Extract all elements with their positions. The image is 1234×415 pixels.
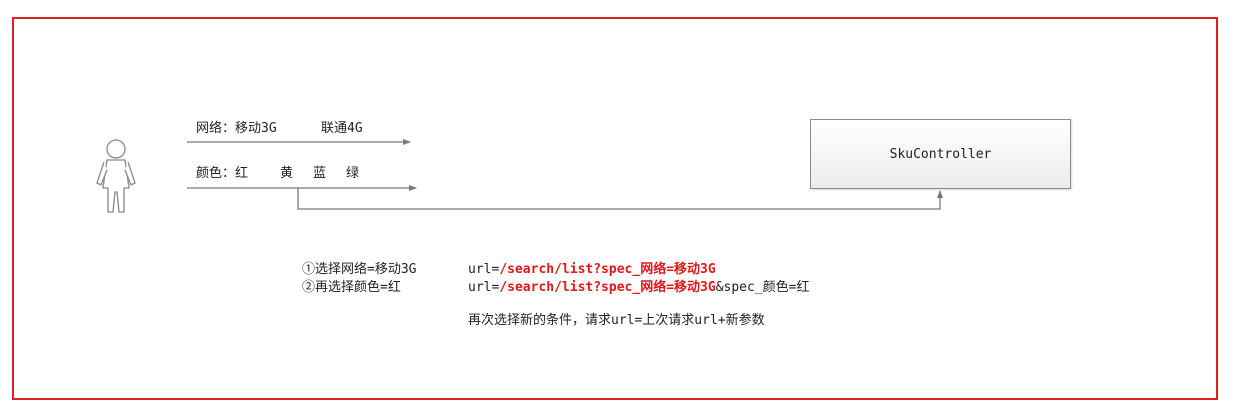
color-option-blue: 蓝 [313,166,327,181]
user-icon [96,139,136,213]
step-1-url-prefix: url= [468,262,500,277]
sku-controller-label: SkuController [889,146,992,162]
summary-note: 再次选择新的条件，请求url=上次请求url+新参数 [468,313,765,328]
step-1-text: ①选择网络=移动3G [302,262,417,277]
color-label: 颜色：红 [196,166,249,181]
outer-frame [12,17,1218,400]
color-option-yellow: 黄 [280,166,294,181]
step-1-url: url=/search/list?spec_网络=移动3G [468,262,716,277]
color-option-green: 绿 [346,166,360,181]
request-connector-arrow [297,188,943,210]
step-2-url-prefix: url= [468,280,500,295]
step-1-url-path: /search/list?spec_网络=移动3G [499,262,716,277]
network-label: 网络：移动3G [196,121,277,136]
network-option-unicom-4g: 联通4G [321,121,363,136]
step-2-text: ②再选择颜色=红 [302,280,401,295]
step-2-url: url=/search/list?spec_网络=移动3G&spec_颜色=红 [468,280,809,295]
step-2-url-suffix: &spec_颜色=红 [715,280,810,295]
step-2-url-path: /search/list?spec_网络=移动3G [499,280,716,295]
sku-controller-box: SkuController [810,119,1071,189]
